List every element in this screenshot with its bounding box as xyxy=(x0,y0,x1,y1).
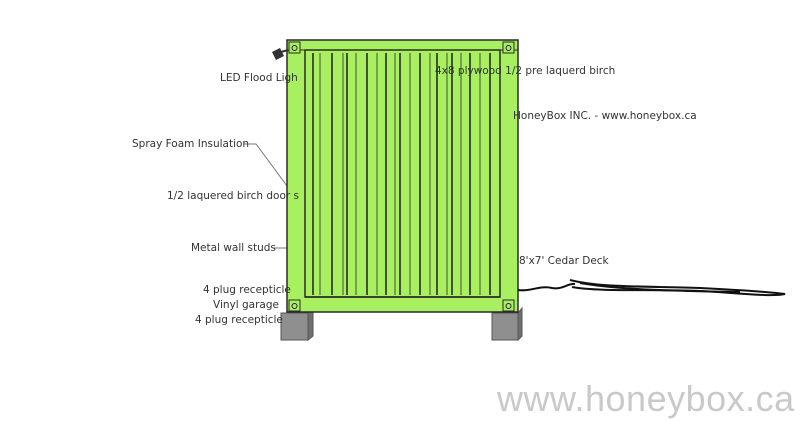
label-company: HoneyBox INC. - www.honeybox.ca xyxy=(513,110,697,122)
label-vinyl-garage: Vinyl garage xyxy=(213,299,279,311)
leader-spray-foam xyxy=(244,143,291,191)
label-plug-2: 4 plug recepticle xyxy=(195,314,283,326)
corner-casting-top-left xyxy=(288,41,301,54)
corner-casting-top-right xyxy=(502,41,515,54)
label-plywood: 4x8 plywood 1/2 pre laquerd birch xyxy=(435,65,616,77)
label-cedar-deck: 8'x7' Cedar Deck xyxy=(519,255,609,267)
label-birch-door: 1/2 laquered birch door s xyxy=(167,190,299,202)
concrete-block-left xyxy=(280,306,314,342)
corner-casting-bottom-right xyxy=(502,299,515,312)
label-spray-foam: Spray Foam Insulation xyxy=(132,138,250,150)
corrugation-ribs xyxy=(312,53,491,295)
label-led-flood-light: LED Flood Ligh xyxy=(220,72,298,84)
led-flood-light-icon xyxy=(272,48,289,60)
corner-casting-bottom-left xyxy=(288,299,301,312)
label-plug-1: 4 plug recepticle xyxy=(203,284,291,296)
extension-cord xyxy=(517,279,786,297)
watermark: www.honeybox.ca xyxy=(497,378,795,419)
label-metal-studs: Metal wall studs xyxy=(191,242,276,254)
container-door-panel xyxy=(304,49,501,298)
concrete-block-right xyxy=(491,306,523,342)
